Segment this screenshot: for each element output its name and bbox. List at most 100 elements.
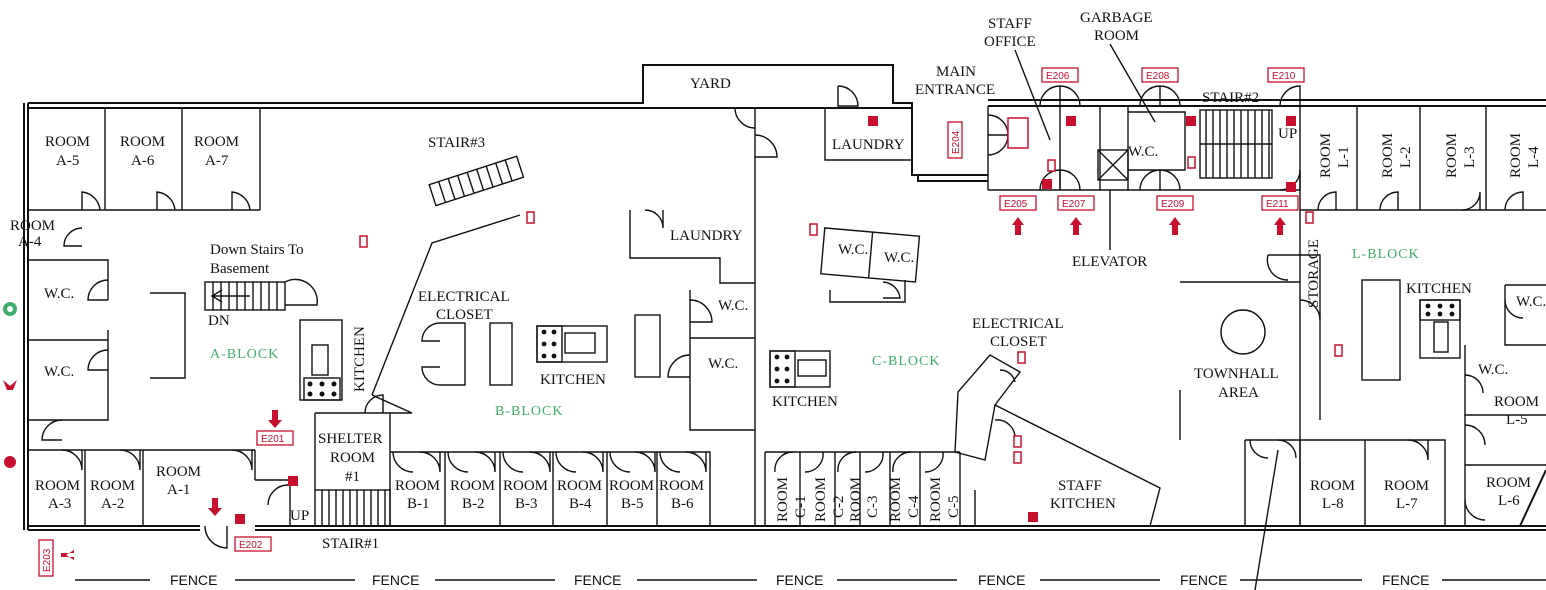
- fence-label: FENCE: [776, 572, 823, 588]
- room-c3-num: C-3: [865, 496, 881, 519]
- yard-label: YARD: [690, 76, 731, 92]
- room-a1-label: A-1: [167, 482, 190, 498]
- garbage-room-label: ROOM: [1094, 28, 1139, 44]
- main-entrance-label: ENTRANCE: [915, 82, 995, 98]
- kitchen-label: KITCHEN: [1406, 281, 1472, 297]
- exit-e208: E208: [1141, 67, 1179, 83]
- exit-e205: E205: [999, 195, 1037, 235]
- extinguisher-icon: [1187, 156, 1196, 169]
- l-block-labels: ROOM L-1 ROOM L-2 ROOM L-3 ROOM L-4 STOR…: [1194, 133, 1546, 512]
- dn-label: DN: [208, 313, 230, 329]
- laundry-label: LAUNDRY: [832, 137, 905, 153]
- room-b1-label: B-1: [407, 496, 430, 512]
- room-word: ROOM: [659, 478, 704, 494]
- room-word: ROOM: [1486, 475, 1531, 491]
- svg-text:E208: E208: [1146, 71, 1170, 82]
- room-a7-label: A-7: [205, 153, 229, 169]
- room-word: ROOM: [1444, 133, 1460, 178]
- wc-label: W.C.: [1478, 362, 1508, 378]
- room-l7-label: L-7: [1396, 496, 1418, 512]
- wc-label: W.C.: [44, 364, 74, 380]
- fence-label: FENCE: [170, 572, 217, 588]
- electrical-closet-label: CLOSET: [436, 307, 493, 323]
- kitchen-label: KITCHEN: [772, 394, 838, 410]
- room-l2-label: L-2: [1398, 146, 1414, 168]
- fence-label: FENCE: [574, 572, 621, 588]
- exit-e210: E210: [1267, 67, 1305, 83]
- room-l1-label: L-1: [1336, 146, 1352, 168]
- down-stairs-label: Down Stairs To: [210, 242, 304, 258]
- entrance-core: [987, 43, 1301, 590]
- c-block-label: C-BLOCK: [872, 354, 940, 369]
- room-word: ROOM: [609, 478, 654, 494]
- b-block-labels: STAIR#3 ELECTRICAL CLOSET KITCHEN B-BLOC…: [395, 76, 748, 512]
- l-block-label: L-BLOCK: [1352, 247, 1420, 262]
- extinguisher-icon: [1017, 351, 1026, 364]
- alarm-icon: [868, 116, 878, 126]
- room-c1-label: ROOM: [775, 477, 791, 522]
- fence-labels: FENCE FENCE FENCE FENCE FENCE FENCE FENC…: [170, 572, 1429, 588]
- l-block: [1179, 106, 1546, 526]
- fire-equipment: [235, 116, 1343, 524]
- up-label: UP: [290, 508, 309, 524]
- wc-label: W.C.: [718, 298, 748, 314]
- svg-text:E201: E201: [261, 434, 285, 445]
- room-word: ROOM: [1318, 133, 1334, 178]
- room-c2-label: ROOM: [813, 477, 829, 522]
- room-l3-label: L-3: [1462, 146, 1478, 168]
- room-a6-label: A-6: [131, 153, 155, 169]
- room-word: ROOM: [1384, 478, 1429, 494]
- room-l4-label: L-4: [1526, 146, 1542, 168]
- fence-label: FENCE: [978, 572, 1025, 588]
- room-c5-label: ROOM: [928, 477, 944, 522]
- extinguisher-icon: [526, 211, 535, 224]
- exit-e203: E203: [38, 539, 74, 577]
- kitchen-label: KITCHEN: [540, 372, 606, 388]
- electrical-closet-label: CLOSET: [990, 334, 1047, 350]
- storage-label: STORAGE: [1306, 239, 1322, 308]
- exit-e202: E202: [208, 498, 272, 552]
- c-block: [764, 85, 1161, 527]
- room-c1-num: C-1: [793, 496, 809, 519]
- main-entrance-label: MAIN: [936, 64, 976, 80]
- a-block-labels: ROOM A-5 ROOM A-6 ROOM A-7 ROOM A-4 W.C.…: [10, 134, 304, 512]
- shelter-room-label: #1: [345, 469, 360, 485]
- svg-text:E211: E211: [1266, 199, 1289, 210]
- a-kitchen: KITCHEN SHELTER ROOM #1 UP STAIR#1: [204, 319, 391, 552]
- alarm-icon: [1028, 512, 1038, 522]
- extinguisher-icon: [1047, 159, 1056, 172]
- room-word: ROOM: [10, 218, 55, 234]
- legend-icons: [3, 302, 17, 468]
- svg-text:E204: E204: [951, 130, 962, 154]
- room-word: ROOM: [90, 478, 135, 494]
- kitchen-label: KITCHEN: [352, 326, 368, 392]
- room-a3-label: A-3: [48, 496, 71, 512]
- wc-label: W.C.: [708, 356, 738, 372]
- extinguisher-icon: [809, 223, 818, 236]
- room-word: ROOM: [120, 134, 165, 150]
- fence-label: FENCE: [1180, 572, 1227, 588]
- room-l8-label: L-8: [1322, 496, 1344, 512]
- a-block: [28, 108, 261, 526]
- alarm-icon: [1286, 182, 1296, 192]
- room-b3-label: B-3: [515, 496, 538, 512]
- shelter-room-label: ROOM: [330, 450, 375, 466]
- electrical-closet-label: ELECTRICAL: [418, 289, 510, 305]
- room-c3-label: ROOM: [848, 477, 864, 522]
- exit-e211: E211: [1261, 195, 1299, 235]
- svg-text:E202: E202: [239, 540, 263, 551]
- red-flower-icon: [4, 456, 16, 468]
- room-word: ROOM: [1494, 394, 1539, 410]
- room-b6-label: B-6: [671, 496, 694, 512]
- c-block-labels: LAUNDRY W.C. W.C. KITCHEN C-BLOCK ELECTR…: [772, 137, 1116, 522]
- panel-icon: [1007, 117, 1029, 149]
- exit-e207: E207: [1057, 195, 1095, 235]
- exit-markers: E201 E202 E203 E204 E205 E206 E207 E208 …: [38, 67, 1305, 577]
- alarm-icon: [235, 514, 245, 524]
- svg-text:E210: E210: [1272, 71, 1296, 82]
- outer-walls: [23, 64, 1546, 531]
- wc-label: W.C.: [884, 250, 914, 266]
- room-c4-num: C-4: [906, 495, 922, 518]
- room-c4-label: ROOM: [888, 477, 904, 522]
- staff-kitchen-label: KITCHEN: [1050, 496, 1116, 512]
